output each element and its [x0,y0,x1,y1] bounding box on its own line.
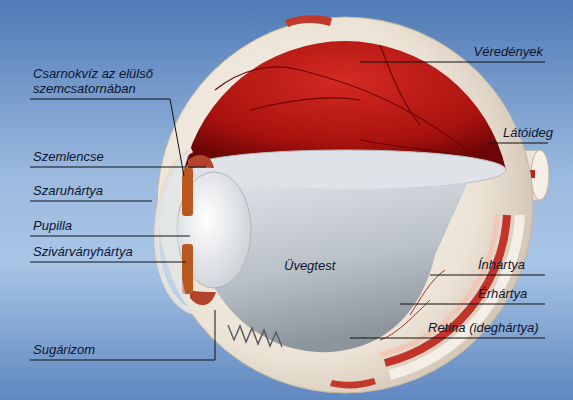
ciliary-body [190,290,216,305]
leader-lines [30,62,548,360]
ciliary-body [188,155,214,170]
leader-line [400,304,545,305]
leader-line [30,236,190,237]
leader-line [30,262,186,263]
part-label: Szivárványhártya [33,244,133,259]
vessel [380,45,420,125]
part-label: Retina (ideghártya) [428,320,539,335]
part-label: Ínhártya [478,257,525,272]
leader-line [360,62,545,63]
part-label: Érhártya [478,286,527,301]
leader-line [350,338,545,339]
part-label: Pupilla [33,218,72,233]
part-label: Látóideg [503,125,553,140]
leader-line [30,201,152,202]
ciliary-fibres [228,325,282,347]
leader-line [430,275,545,276]
part-label: Üvegtest [284,258,335,273]
part-label: Szaruhártya [33,183,103,198]
anterior-chamber [157,150,192,312]
leader-line [30,167,206,168]
part-label: Sugárizom [33,342,95,357]
vessel [300,70,480,160]
part-label: Szemlencse [33,149,104,164]
part-label: Csarnokvíz az elülső szemcsatornában [33,66,173,96]
leader-line [30,310,215,360]
part-label: Véredények [474,44,543,59]
leader-line [30,99,184,176]
vessel [250,98,360,110]
leader-line [488,143,548,144]
outer-vessel [330,378,376,388]
sclera [157,17,533,393]
outer-vessel [285,15,332,27]
cornea [157,150,192,312]
vessel [215,67,300,90]
